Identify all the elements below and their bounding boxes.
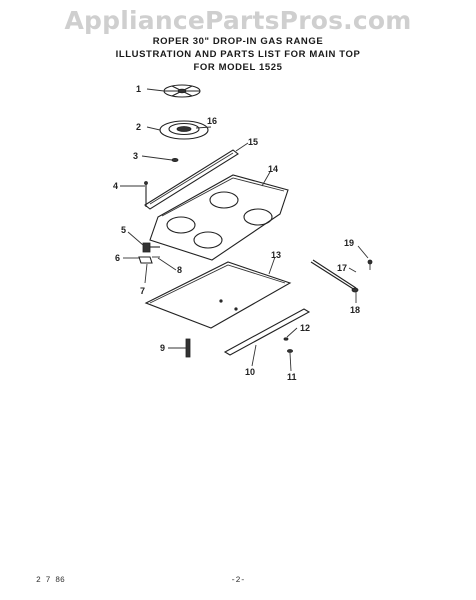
diagram-title-line1: ROPER 30" DROP-IN GAS RANGE xyxy=(152,36,324,47)
watermark-text: AppliancePartsPros.com xyxy=(64,6,412,35)
footer-date: 2 7 86 xyxy=(36,576,65,585)
callout-17: 17 xyxy=(337,263,347,273)
callout-18: 18 xyxy=(350,305,360,315)
part-pin-19[interactable] xyxy=(367,259,373,270)
callout-1: 1 xyxy=(136,84,141,94)
callout-19: 19 xyxy=(344,238,354,248)
part-screw-12[interactable] xyxy=(283,337,289,341)
part-burner-valve[interactable] xyxy=(142,242,160,253)
callout-9: 9 xyxy=(160,343,165,353)
part-bracket[interactable] xyxy=(138,256,160,264)
callout-4: 4 xyxy=(113,181,118,191)
callout-2: 2 xyxy=(136,122,141,132)
callout-15: 15 xyxy=(248,137,258,147)
part-pin[interactable] xyxy=(144,181,148,208)
footer-page-number: -2- xyxy=(230,576,246,585)
callout-7: 7 xyxy=(140,286,145,296)
part-burner-box[interactable] xyxy=(144,261,292,329)
callout-8: 8 xyxy=(177,265,182,275)
callout-13: 13 xyxy=(271,250,281,260)
part-front-trim[interactable] xyxy=(223,308,311,356)
callout-16: 16 xyxy=(207,116,217,126)
part-main-cooktop[interactable] xyxy=(149,174,289,261)
leader-lines xyxy=(120,88,369,372)
part-side-trim[interactable] xyxy=(185,338,191,358)
callout-14: 14 xyxy=(268,164,278,174)
part-burner-grate[interactable] xyxy=(163,84,201,98)
callout-3: 3 xyxy=(133,151,138,161)
callout-5: 5 xyxy=(121,225,126,235)
part-rear-trim[interactable] xyxy=(144,149,239,210)
part-side-rod[interactable] xyxy=(310,259,357,291)
diagram-title-line2: ILLUSTRATION AND PARTS LIST FOR MAIN TOP xyxy=(115,49,361,60)
callout-11: 11 xyxy=(287,372,297,382)
part-burner-bowl[interactable] xyxy=(159,120,209,140)
part-clip[interactable] xyxy=(351,287,359,293)
diagram-title-line3: FOR MODEL 1525 xyxy=(193,62,283,73)
part-screw-11[interactable] xyxy=(286,349,293,353)
callout-6: 6 xyxy=(115,253,120,263)
callout-12: 12 xyxy=(300,323,310,333)
part-screw[interactable] xyxy=(171,157,179,162)
callout-10: 10 xyxy=(245,367,255,377)
